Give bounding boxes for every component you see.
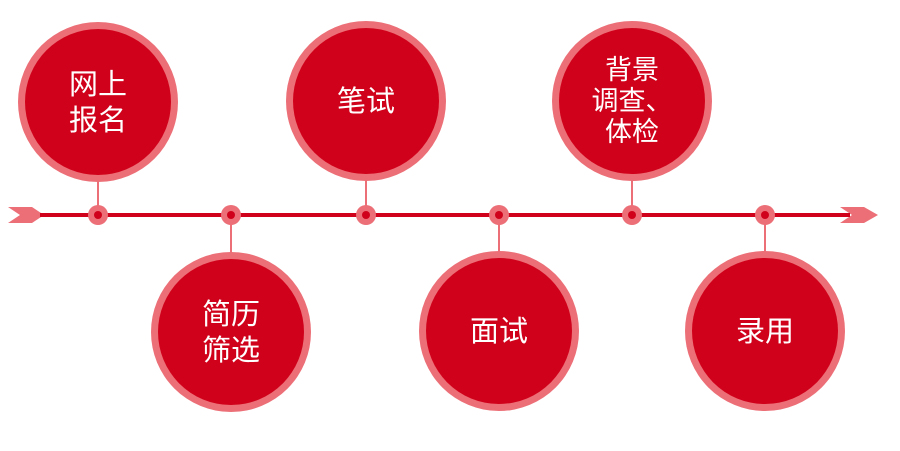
step-6-circle: 录用 [692,258,838,404]
step-5-label: 背景 调查、 体检 [591,54,673,148]
timeline-end-arrow [840,207,878,223]
timeline-node-4 [489,205,509,225]
step-1-circle: 网上 报名 [25,29,171,175]
step-3-circle: 笔试 [293,28,439,174]
step-3-label: 笔试 [336,84,395,118]
step-5-circle: 背景 调查、 体检 [559,28,705,174]
step-4-label: 面试 [469,314,528,348]
timeline-node-3 [356,205,376,225]
timeline-node-2 [221,205,241,225]
timeline-start-arrow [8,207,44,223]
step-4-circle: 面试 [426,258,572,404]
step-1-label: 网上 报名 [68,67,127,137]
step-2-circle: 简历 筛选 [158,259,304,405]
step-6-label: 录用 [735,314,794,348]
step-2-label: 简历 筛选 [201,297,260,367]
timeline-node-5 [622,205,642,225]
timeline-node-6 [755,205,775,225]
timeline-node-1 [88,205,108,225]
